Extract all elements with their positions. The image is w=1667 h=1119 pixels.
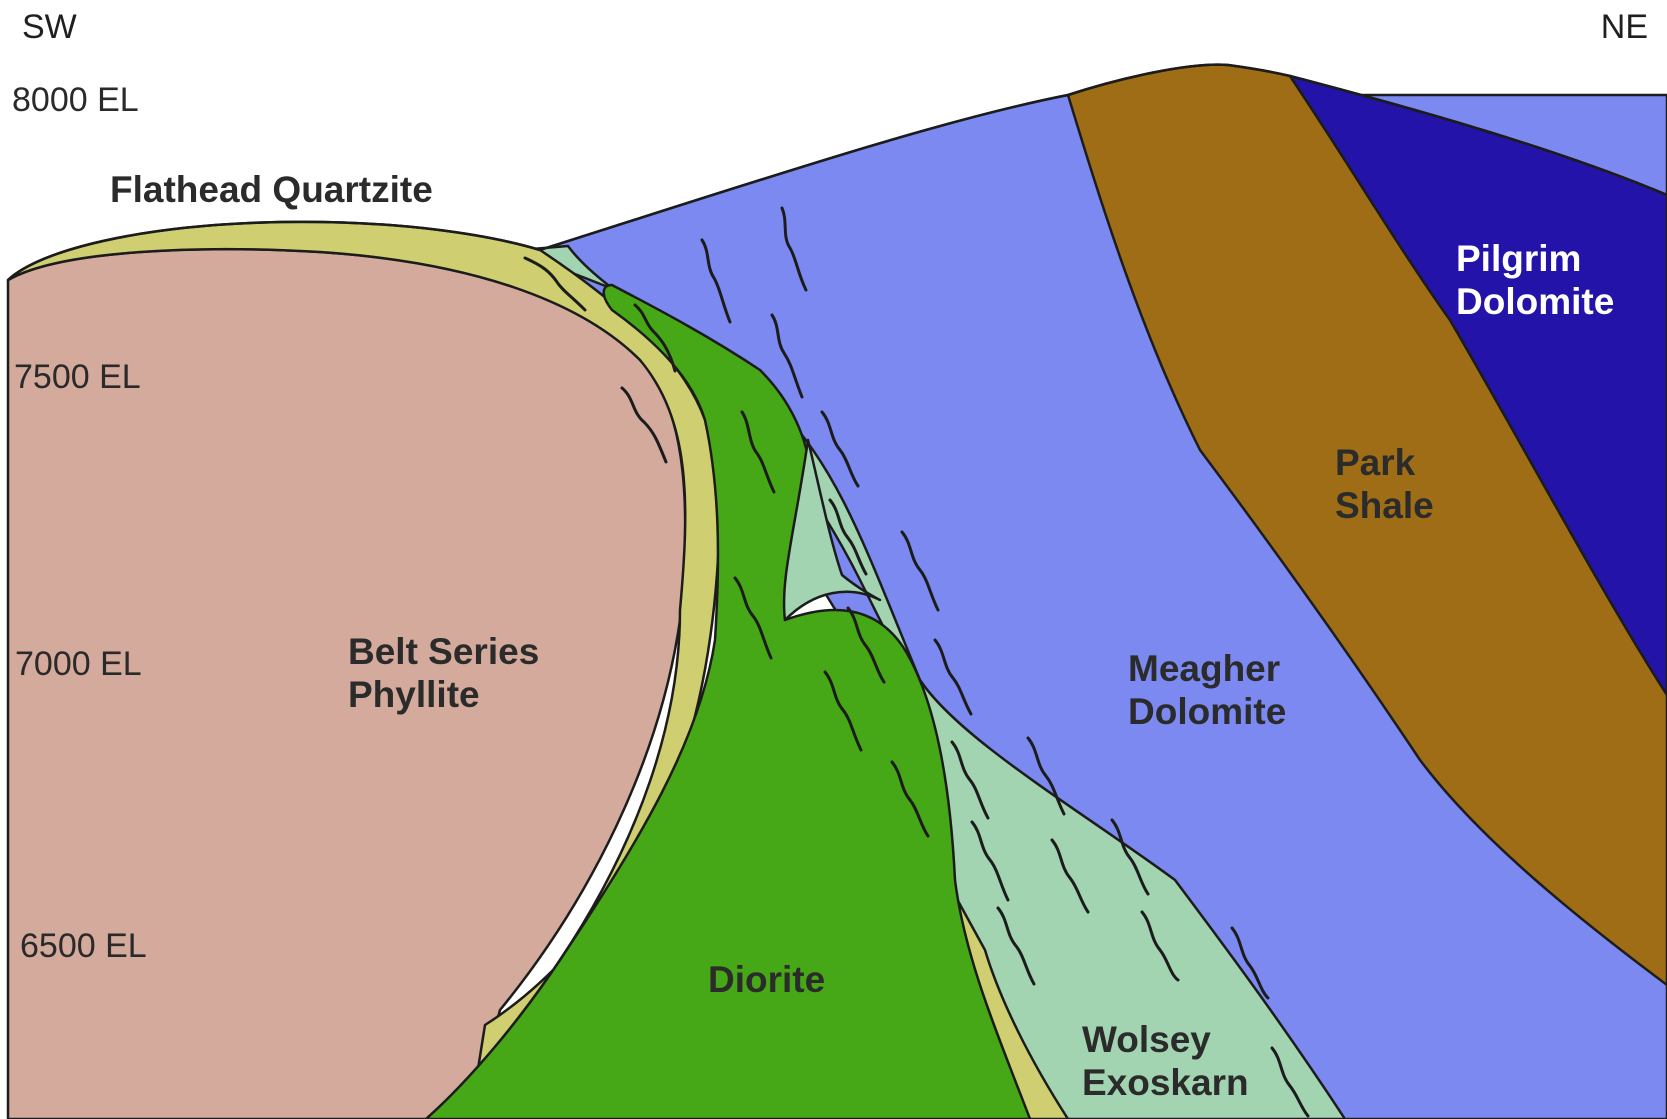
elevation-label-7500: 7500 EL (14, 358, 141, 396)
topographic-surface-line (7, 63, 1667, 281)
elevation-label-7000: 7000 EL (15, 645, 142, 683)
label-diorite: Diorite (708, 959, 825, 1000)
label-pilgrim-dolomite-line-2: Dolomite (1456, 281, 1614, 322)
squiggle-19 (1050, 838, 1090, 914)
label-wolsey-exoskarn-line-2: Exoskarn (1082, 1062, 1249, 1103)
label-park-shale-line-1: Park (1335, 442, 1416, 483)
squiggle-16 (950, 740, 990, 820)
label-wolsey-exoskarn-line-1: Wolsey (1082, 1019, 1211, 1060)
squiggle-14 (823, 670, 863, 752)
label-park-shale-line-2: Shale (1335, 485, 1434, 526)
squiggle-22 (1140, 910, 1180, 982)
label-meagher-dolomite-line-1: Meagher (1128, 648, 1280, 689)
squiggle-24 (1270, 1046, 1310, 1118)
squiggle-12 (846, 606, 886, 684)
squiggle-1 (523, 256, 587, 312)
squiggle-6 (770, 313, 804, 399)
squiggle-17 (1026, 736, 1066, 816)
squiggle-21 (996, 906, 1036, 986)
label-flathead-quartzite: Flathead Quartzite (110, 169, 433, 210)
squiggle-15 (890, 760, 930, 838)
squiggle-8 (820, 410, 860, 488)
squiggle-11 (733, 576, 773, 660)
squiggle-7 (740, 410, 776, 494)
orientation-ne-label: NE (1601, 8, 1648, 46)
alteration-squiggles (523, 206, 1310, 1118)
squiggle-20 (1110, 818, 1150, 896)
label-belt-series-phyllite-line-2: Phyllite (348, 674, 480, 715)
skarn-pocket (782, 438, 882, 622)
label-belt-series-phyllite-line-1: Belt Series (348, 631, 539, 672)
squiggle-9 (828, 498, 868, 576)
squiggle-13 (933, 638, 973, 716)
squiggle-18 (970, 820, 1010, 902)
squiggle-23 (1230, 926, 1270, 1000)
label-pilgrim-dolomite-line-1: Pilgrim (1456, 238, 1581, 279)
label-flathead-quartzite-line-1: Flathead Quartzite (110, 169, 433, 210)
squiggle-4 (700, 238, 732, 324)
squiggle-3 (620, 386, 668, 464)
elevation-label-6500: 6500 EL (20, 927, 147, 965)
orientation-sw-label: SW (22, 8, 77, 46)
elevation-label-8000: 8000 EL (12, 81, 139, 119)
squiggle-5 (780, 206, 808, 292)
squiggle-2 (633, 303, 677, 373)
squiggle-10 (900, 530, 940, 612)
label-diorite-line-1: Diorite (708, 959, 825, 1000)
label-meagher-dolomite-line-2: Dolomite (1128, 691, 1286, 732)
